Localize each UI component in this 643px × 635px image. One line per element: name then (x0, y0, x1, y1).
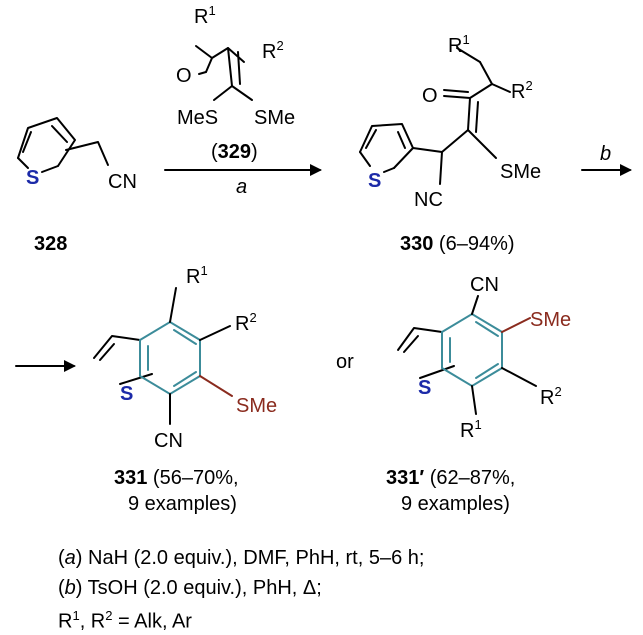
sme-331p: SMe (530, 309, 571, 331)
mes-329: MeS (177, 107, 218, 129)
substituent-bonds-331p (471, 295, 537, 415)
label-331p: 331′ (62–87%, (386, 467, 515, 489)
thiophene-331p (397, 327, 455, 379)
sme-330: SMe (500, 161, 541, 183)
r1-bond-330 (456, 47, 481, 63)
label-330: 330 (6–94%) (400, 233, 515, 255)
label-331: 331 (56–70%, (114, 467, 239, 489)
label-328: 328 (34, 233, 67, 255)
condition-b-letter: b (64, 577, 76, 599)
r1-331p: R1 (460, 417, 482, 442)
compound-331p-structure (397, 295, 537, 415)
arrow-continue (15, 360, 76, 372)
reagent-co-bond (198, 71, 207, 75)
sme-bond-331 (199, 375, 233, 397)
thiophene-330-s-bonds (359, 151, 395, 173)
examples-331p: 9 examples) (401, 493, 510, 515)
o-329: O (176, 65, 192, 87)
co-330 (443, 89, 471, 99)
o-330: O (422, 85, 438, 107)
cn-328: CN (108, 171, 137, 193)
arrow-b (581, 164, 632, 176)
backbone-330 (412, 61, 493, 153)
sme-329: SMe (254, 107, 295, 129)
thiophene-331p-double (403, 335, 419, 353)
r2-331: R2 (235, 310, 257, 335)
compound-328-structure (17, 117, 109, 173)
nc-bond-330 (439, 151, 443, 185)
r2-331p: R2 (540, 384, 562, 409)
r1-329: R1 (194, 3, 216, 28)
sulfur-331: S (120, 383, 133, 405)
examples-331: 9 examples) (128, 493, 237, 515)
alkene-330-double (475, 101, 479, 133)
nc-330: NC (414, 189, 443, 211)
thiophene-330-bonds (359, 123, 414, 169)
substituent-bonds-331 (169, 287, 231, 425)
reagent-329-structure (195, 45, 253, 101)
thiophene-331 (93, 335, 153, 385)
sme-bond-331p (501, 317, 531, 333)
substituent-definition: R1, R2 = Alk, Ar (58, 608, 192, 633)
reagent-sme-bonds (213, 85, 253, 101)
sulfur-328: S (26, 167, 39, 189)
cn-331p: CN (470, 274, 499, 296)
compound-330-structure (359, 47, 511, 185)
thiophene-331-double (99, 343, 115, 361)
r2-329: R2 (262, 38, 284, 63)
compound-331-structure (93, 287, 233, 425)
sme-bond-330 (467, 129, 497, 159)
r1-330: R1 (448, 32, 470, 57)
benzene-331-double (147, 329, 197, 387)
reagent-alkene-bonds (227, 47, 245, 87)
or-text: or (336, 351, 354, 373)
r2-bond-330 (491, 83, 511, 93)
condition-a: (a) NaH (2.0 equiv.), DMF, PhH, rt, 5–6 … (58, 547, 425, 569)
r2-330: R2 (511, 78, 533, 103)
arrow-b-label: b (600, 143, 611, 165)
sulfur-330: S (368, 170, 381, 192)
benzene-331p-double (449, 321, 499, 379)
ch2-bonds (65, 141, 109, 166)
thiophene-double-bonds (22, 125, 68, 153)
sulfur-331p: S (418, 377, 431, 399)
condition-a-letter: a (64, 547, 76, 569)
arrow-a-label: a (236, 176, 247, 198)
condition-b-text: TsOH (2.0 equiv.), PhH, Δ; (87, 577, 322, 599)
label-329: (329) (211, 141, 258, 163)
cn-331: CN (154, 430, 183, 452)
arrow-a (164, 164, 322, 176)
thiophene-s-bonds (17, 157, 59, 173)
condition-a-text: NaH (2.0 equiv.), DMF, PhH, rt, 5–6 h; (88, 547, 425, 569)
reagent-carbonyl-bonds (195, 45, 229, 73)
thiophene-330-double (365, 129, 406, 149)
condition-b: (b) TsOH (2.0 equiv.), PhH, Δ; (58, 577, 322, 599)
sme-331: SMe (236, 395, 277, 417)
r1-331: R1 (186, 263, 208, 288)
